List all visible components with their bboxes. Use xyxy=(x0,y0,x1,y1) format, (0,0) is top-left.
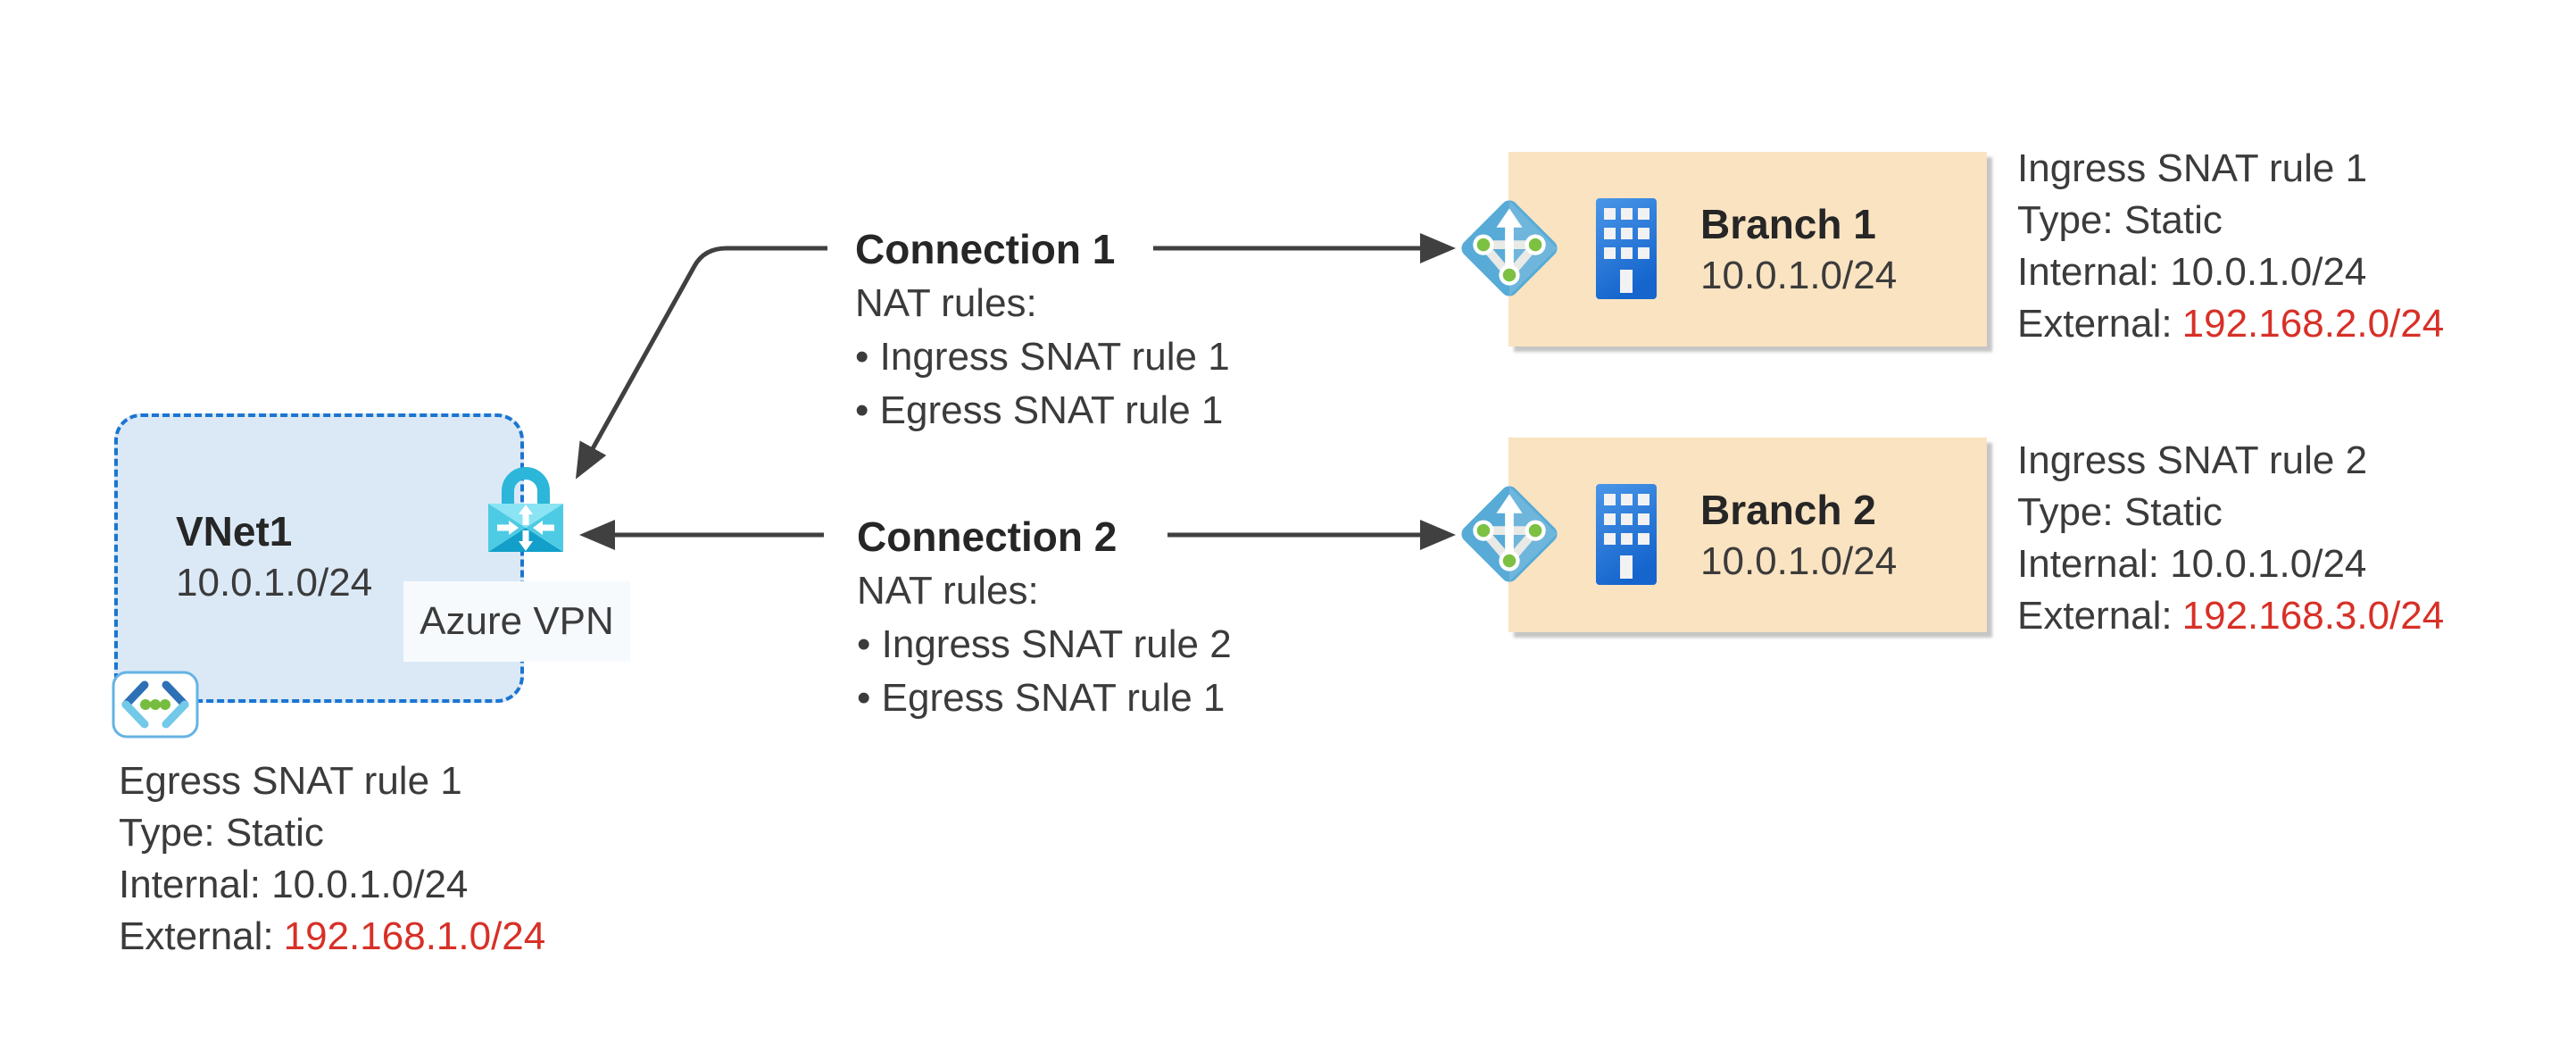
connection2-bullet-1: • Ingress SNAT rule 2 xyxy=(857,622,1232,666)
branch2-label-group: Branch 2 10.0.1.0/24 xyxy=(1700,484,1897,588)
rule-external: External:192.168.3.0/24 xyxy=(2017,594,2445,638)
branch1-ingress-rule-block: Ingress SNAT rule 1 Type: Static Interna… xyxy=(2017,143,2444,350)
rule-external-value: 192.168.3.0/24 xyxy=(2181,594,2445,638)
virtual-network-icon xyxy=(112,671,199,738)
connection1-bullet-1: • Ingress SNAT rule 1 xyxy=(855,335,1230,379)
azure-vpn-label-text: Azure VPN xyxy=(420,599,614,643)
connection2-nat-rules-label: NAT rules: xyxy=(857,569,1039,613)
rule-title: Ingress SNAT rule 1 xyxy=(2017,146,2368,190)
connection1-block: Connection 1 NAT rules: • Ingress SNAT r… xyxy=(855,221,1230,438)
rule-external-value: 192.168.2.0/24 xyxy=(2181,302,2445,346)
connection1-bullet-2: • Egress SNAT rule 1 xyxy=(855,388,1224,432)
rule-external-value: 192.168.1.0/24 xyxy=(283,914,546,958)
branch2-cidr: 10.0.1.0/24 xyxy=(1700,539,1898,583)
rule-title: Egress SNAT rule 1 xyxy=(119,759,462,803)
connection1-arrow-to-gateway xyxy=(575,246,827,480)
rule-internal: Internal: 10.0.1.0/24 xyxy=(119,863,469,906)
vnet-label-group: VNet1 10.0.1.0/24 xyxy=(176,505,372,609)
rule-internal: Internal: 10.0.1.0/24 xyxy=(2017,250,2367,294)
connection2-block: Connection 2 NAT rules: • Ingress SNAT r… xyxy=(857,509,1232,725)
rule-type: Type: Static xyxy=(2017,490,2223,534)
branch2-ingress-rule-block: Ingress SNAT rule 2 Type: Static Interna… xyxy=(2017,435,2444,642)
vnet-cidr: 10.0.1.0/24 xyxy=(176,561,373,605)
rule-external: External:192.168.2.0/24 xyxy=(2017,302,2445,346)
rule-title: Ingress SNAT rule 2 xyxy=(2017,438,2368,482)
rule-type: Type: Static xyxy=(119,811,324,855)
branch1-name: Branch 1 xyxy=(1700,201,1876,247)
branch2-box xyxy=(1508,438,1987,632)
branch1-label-group: Branch 1 10.0.1.0/24 xyxy=(1700,198,1897,302)
branch2-vpn-site-icon xyxy=(1461,486,1558,582)
rule-type: Type: Static xyxy=(2017,198,2223,242)
azure-vpn-label: Azure VPN xyxy=(403,581,630,662)
branch2-name: Branch 2 xyxy=(1700,487,1876,533)
vpn-gateway-lock-icon xyxy=(488,467,563,552)
connection2-title: Connection 2 xyxy=(857,513,1118,560)
connection1-title: Connection 1 xyxy=(855,226,1116,272)
connection1-nat-rules-label: NAT rules: xyxy=(855,281,1037,325)
branch1-box xyxy=(1508,152,1987,346)
branch2-building-icon xyxy=(1596,484,1657,585)
branch1-cidr: 10.0.1.0/24 xyxy=(1700,254,1898,297)
rule-external: External:192.168.1.0/24 xyxy=(119,914,546,958)
branch1-building-icon xyxy=(1596,198,1657,299)
branch1-vpn-site-icon xyxy=(1461,200,1558,296)
vnet-name: VNet1 xyxy=(176,508,293,555)
connection2-bullet-2: • Egress SNAT rule 1 xyxy=(857,676,1226,720)
rule-internal: Internal: 10.0.1.0/24 xyxy=(2017,542,2367,586)
vnet-egress-rule-block: Egress SNAT rule 1 Type: Static Internal… xyxy=(119,755,545,963)
